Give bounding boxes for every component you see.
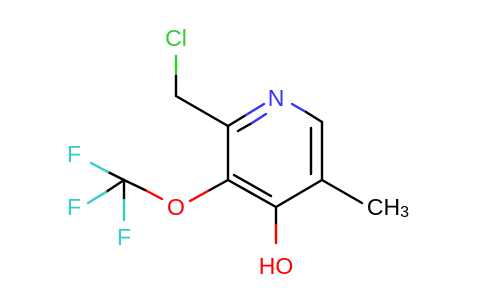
fluorine-label-top: F bbox=[67, 141, 81, 167]
bond-c4-c3 bbox=[226, 178, 278, 209]
nitrogen-label: N bbox=[268, 85, 285, 111]
fluorine-label-bottom: F bbox=[117, 224, 131, 250]
methyl-label: CH3 bbox=[367, 194, 409, 221]
bond-c2-n-inner-n bbox=[250, 112, 268, 125]
bond-ch2-c2 bbox=[174, 94, 230, 128]
bond-o-cf3-c-part bbox=[122, 178, 147, 192]
bond-o-cf3-o-part bbox=[143, 188, 164, 201]
methyl-subscript: 3 bbox=[400, 204, 409, 221]
bond-c5-c4 bbox=[274, 178, 324, 209]
bond-c2-n-inner-c bbox=[236, 121, 254, 133]
bond-n-c6-c-part bbox=[304, 110, 324, 124]
fluorine-label-left: F bbox=[67, 194, 81, 220]
bonds bbox=[86, 54, 364, 245]
chlorine-label: Cl bbox=[165, 25, 187, 51]
methyl-ch: CH bbox=[367, 194, 400, 220]
hydroxyl-label: HO bbox=[259, 253, 294, 279]
bond-c3-o-o-part bbox=[188, 189, 210, 203]
bond-c3-o-c-part bbox=[206, 178, 230, 193]
bond-cf3-f2-f-part bbox=[86, 190, 108, 205]
bond-n-c6-n-part bbox=[290, 102, 308, 114]
bond-c2-n-c-part bbox=[226, 113, 248, 128]
bond-cf3-f1-f-part bbox=[89, 161, 110, 174]
bond-c2-n-n-part bbox=[244, 102, 266, 117]
bond-c5-ch3 bbox=[320, 178, 364, 205]
bond-cf3-f1-c-part bbox=[106, 170, 126, 182]
ether-oxygen-label: O bbox=[167, 194, 185, 220]
bond-c4-c3-inner bbox=[232, 173, 273, 198]
bond-cf3-f2-c-part bbox=[104, 178, 126, 194]
atom-labels: Cl N O F F F CH3 HO bbox=[67, 25, 409, 279]
